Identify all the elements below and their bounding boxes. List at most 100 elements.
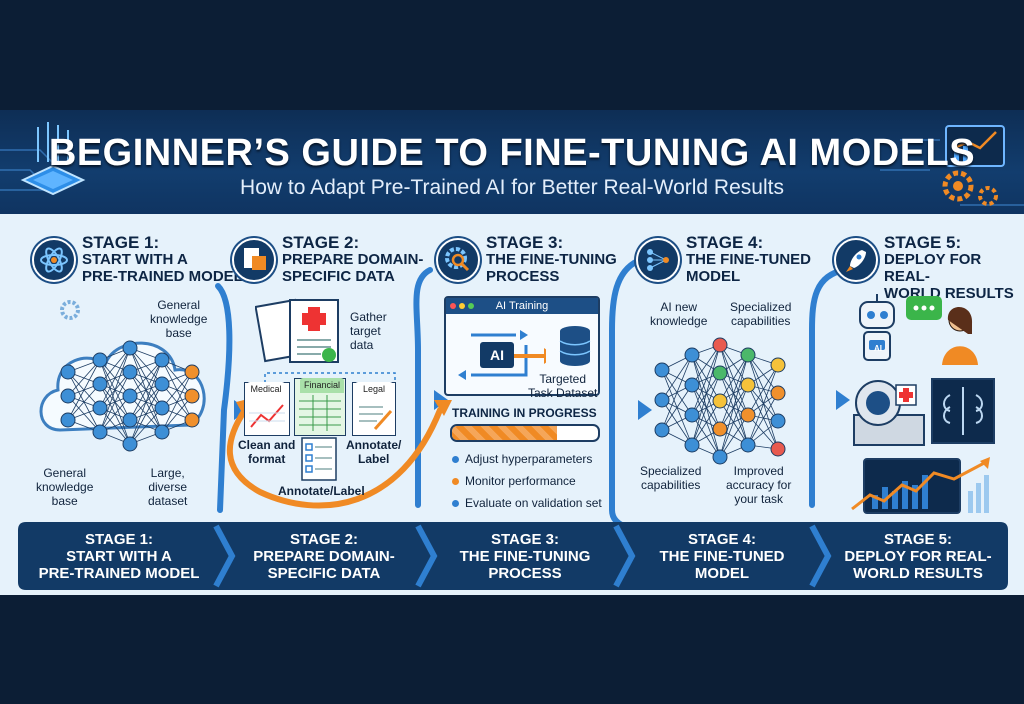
network-node xyxy=(770,413,786,429)
network-node xyxy=(122,340,138,356)
network-edge xyxy=(99,371,131,433)
network-edge xyxy=(129,383,163,445)
database-icon xyxy=(559,326,591,366)
network-node xyxy=(684,377,700,393)
network-edge xyxy=(691,344,721,386)
network-edge xyxy=(691,344,721,446)
bottom-stage-banner xyxy=(18,522,1008,590)
ai-chip-label: AI xyxy=(490,347,504,363)
network-edge xyxy=(747,384,779,450)
network-node xyxy=(92,376,108,392)
flow-arrow-1 xyxy=(215,283,233,513)
network-edge xyxy=(747,364,779,416)
network-node xyxy=(122,436,138,452)
medical-xray-icon xyxy=(853,378,995,446)
robot-assistant-icon xyxy=(859,294,978,365)
network-edge xyxy=(67,359,101,421)
network-node xyxy=(740,407,756,423)
network-node xyxy=(712,365,728,381)
annotate-label-bottom: Annotate/Label xyxy=(278,484,365,498)
network-node xyxy=(712,449,728,465)
gear-icon xyxy=(60,300,80,320)
network-node xyxy=(684,437,700,453)
network-node xyxy=(654,362,670,378)
network-node xyxy=(740,437,756,453)
network-node xyxy=(740,347,756,363)
network-node xyxy=(60,364,76,380)
network-edge xyxy=(691,354,721,430)
network-edge xyxy=(661,354,693,431)
network-edge xyxy=(99,395,131,433)
network-edge xyxy=(129,407,163,445)
progress-fill xyxy=(452,426,558,440)
network-node xyxy=(712,337,728,353)
network-edge xyxy=(67,383,101,421)
network-node xyxy=(122,364,138,380)
stage-4-header: STAGE 4: THE FINE-TUNED MODEL xyxy=(686,233,811,285)
network-edge xyxy=(129,359,163,397)
gear-search-icon xyxy=(436,238,480,282)
network-edge xyxy=(747,354,779,394)
network-edge xyxy=(661,384,693,431)
network-node xyxy=(154,352,170,368)
performance-chart-icon xyxy=(851,457,990,514)
network-edge xyxy=(99,347,131,433)
network-edge xyxy=(691,384,721,458)
flow-arrow-4 xyxy=(809,267,848,508)
network-edge xyxy=(161,371,193,433)
network-node xyxy=(770,357,786,373)
network-edge xyxy=(719,354,749,430)
ai-training-window: AI Training AI xyxy=(444,296,600,396)
legal-folder: Legal xyxy=(352,382,396,436)
network-edge xyxy=(691,414,721,458)
infographic-frame: BEGINNER’S GUIDE TO FINE-TUNING AI MODEL… xyxy=(0,110,1024,595)
network-edge xyxy=(691,354,721,458)
network-edge xyxy=(719,384,749,458)
network-node xyxy=(684,347,700,363)
robot-badge: AI xyxy=(874,344,882,353)
stage-2-header: STAGE 2: PREPARE DOMAIN- SPECIFIC DATA xyxy=(282,233,424,285)
network-edge xyxy=(99,347,131,385)
network-edge xyxy=(747,354,779,422)
pretrained-network-illustration xyxy=(39,300,206,452)
network-node xyxy=(60,412,76,428)
medical-documents-icon xyxy=(255,298,339,363)
checklist-icon xyxy=(301,437,337,481)
window-titlebar: AI Training xyxy=(446,298,598,314)
chip-icon xyxy=(20,122,86,196)
network-node xyxy=(770,385,786,401)
network-node xyxy=(154,400,170,416)
network-node xyxy=(712,421,728,437)
network-edge xyxy=(691,372,721,446)
network-edge xyxy=(691,354,721,402)
network-node xyxy=(92,352,108,368)
window-title: AI Training xyxy=(495,300,549,312)
orange-loop-arrow xyxy=(226,407,443,509)
flow-arrow-2 xyxy=(413,267,433,508)
network-node xyxy=(740,377,756,393)
network-edge xyxy=(719,344,749,416)
training-loop-icon xyxy=(458,330,546,380)
atom-icon xyxy=(32,238,76,282)
financial-tab: Financial xyxy=(300,378,344,393)
stage-1-header: STAGE 1: START WITH A PRE-TRAINED MODEL xyxy=(82,233,243,285)
network-node xyxy=(92,424,108,440)
network-edge xyxy=(747,384,779,422)
flow-arrows xyxy=(215,257,850,533)
network-edge xyxy=(747,354,779,450)
network-node xyxy=(770,441,786,457)
training-steps-list: Adjust hyperparameters Monitor performan… xyxy=(452,452,602,510)
network-edge xyxy=(161,395,193,433)
bottom-stage-2: STAGE 2:PREPARE DOMAIN-SPECIFIC DATA xyxy=(253,531,395,582)
step-item: Adjust hyperparameters xyxy=(452,452,602,466)
medical-tab: Medical xyxy=(247,382,285,397)
stage-3-header: STAGE 3: THE FINE-TUNING PROCESS xyxy=(486,233,617,285)
